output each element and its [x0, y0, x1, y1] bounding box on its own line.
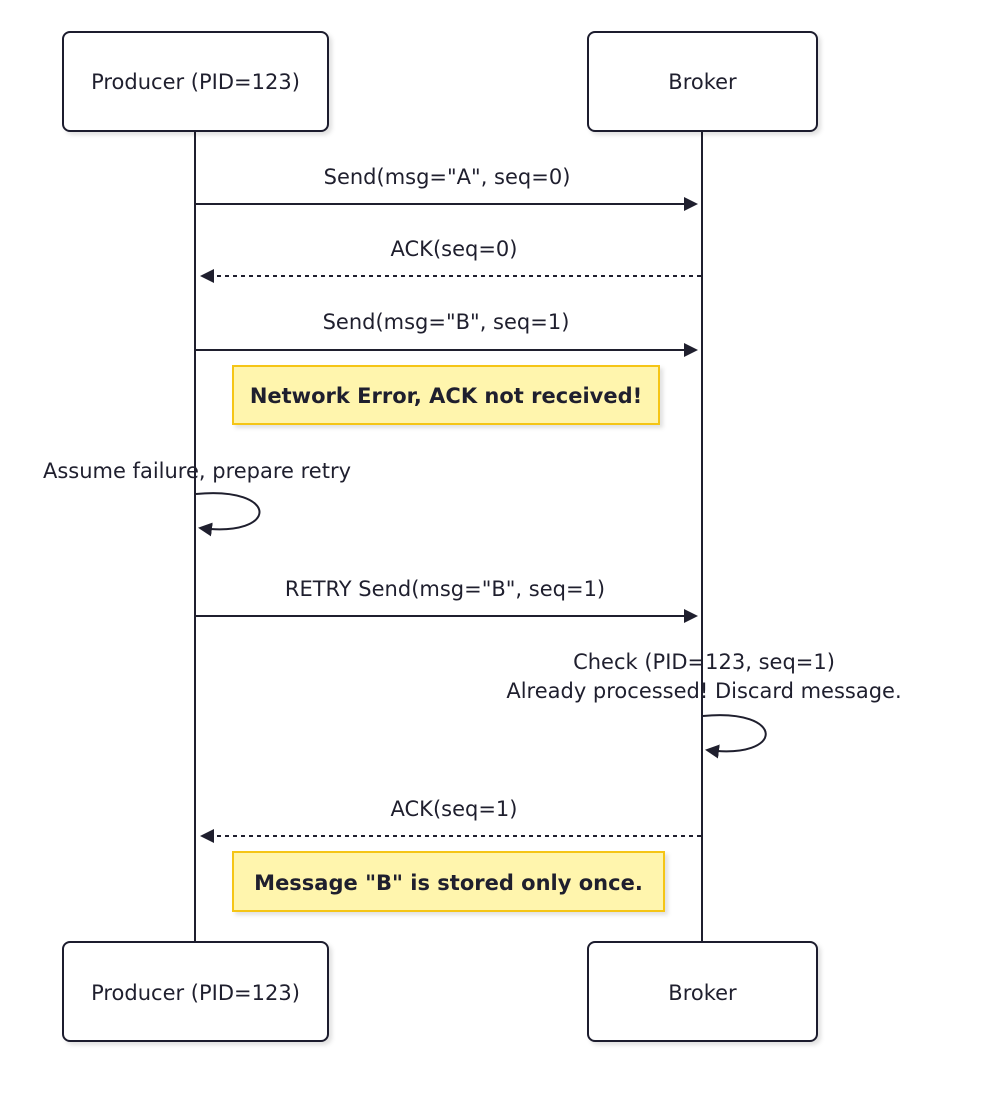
message-label-ack-1: ACK(seq=1) [391, 797, 518, 821]
message-label-self-check-line2: Already processed! Discard message. [506, 679, 901, 703]
broker-actor-label: Broker [668, 70, 737, 94]
message-arrow-self-retry [195, 492, 261, 537]
producer-actor-bottom: Producer (PID=123) [62, 941, 329, 1042]
producer-actor-label: Producer (PID=123) [91, 70, 300, 94]
note-network-error-text: Network Error, ACK not received! [250, 384, 642, 408]
message-label-self-check-line1: Check (PID=123, seq=1) [573, 650, 835, 674]
message-label-send-a: Send(msg="A", seq=0) [324, 165, 571, 189]
message-label-send-b: Send(msg="B", seq=1) [323, 310, 570, 334]
message-label-self-retry: Assume failure, prepare retry [43, 459, 351, 483]
message-label-retry-send-b: RETRY Send(msg="B", seq=1) [285, 577, 605, 601]
note-stored-once: Message "B" is stored only once. [232, 851, 665, 912]
note-stored-once-text: Message "B" is stored only once. [254, 871, 643, 895]
broker-actor-top: Broker [587, 31, 818, 132]
broker-actor-bottom-label: Broker [668, 981, 737, 1005]
producer-actor-top: Producer (PID=123) [62, 31, 329, 132]
broker-actor-bottom: Broker [587, 941, 818, 1042]
message-label-ack-0: ACK(seq=0) [391, 237, 518, 261]
note-network-error: Network Error, ACK not received! [232, 365, 660, 425]
producer-actor-bottom-label: Producer (PID=123) [91, 981, 300, 1005]
message-arrow-self-check [702, 714, 767, 759]
